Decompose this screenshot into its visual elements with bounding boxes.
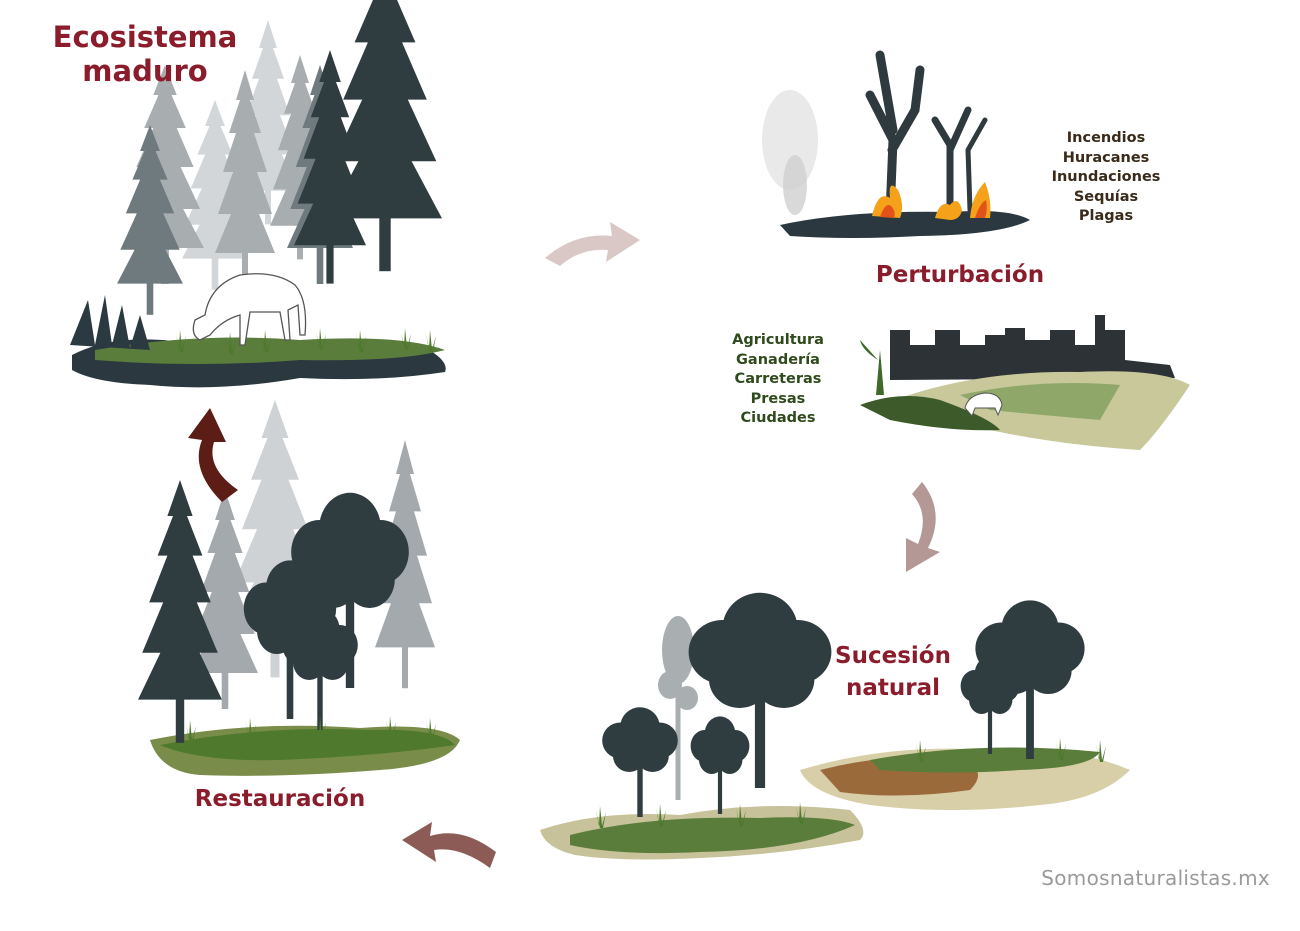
human-disturbance-illustration: [860, 315, 1190, 450]
natural-cause-item: Sequías: [1073, 188, 1139, 205]
restoration-title: Restauración: [194, 786, 366, 812]
fire-disturbance-illustration: [762, 50, 1030, 238]
disturbance-title: Perturbación: [875, 262, 1045, 288]
mature-ecosystem-illustration: [70, 0, 446, 388]
human-cause-item: Carreteras: [734, 371, 822, 387]
arrow-mature-to-disturbance: [545, 222, 640, 266]
human-causes-list: Agricultura Ganadería Carreteras Presas …: [718, 331, 838, 429]
restoration-illustration: [138, 400, 460, 776]
natural-cause-item: Huracanes: [1062, 149, 1150, 166]
credit-watermark: Somosnaturalistas.mx: [1041, 866, 1270, 890]
arrow-disturbance-to-succession: [906, 482, 940, 572]
arrow-succession-to-restoration: [402, 822, 496, 868]
succession-title: Sucesión natural: [818, 640, 968, 704]
succession-illustration: [540, 592, 1130, 860]
natural-cause-item: Incendios: [1066, 130, 1146, 146]
human-cause-item: Agricultura: [732, 332, 824, 348]
human-cause-item: Presas: [750, 390, 806, 407]
natural-cause-item: Plagas: [1078, 208, 1134, 224]
mature-ecosystem-title: Ecosistema maduro: [40, 20, 250, 88]
mature-title-line2: maduro: [82, 54, 208, 88]
natural-causes-list: Incendios Huracanes Inundaciones Sequías…: [1040, 129, 1172, 227]
arrow-restoration-to-mature: [188, 408, 238, 502]
succession-title-line2: natural: [845, 675, 940, 701]
human-cause-item: Ganadería: [736, 351, 820, 368]
human-cause-item: Ciudades: [740, 410, 816, 426]
mature-title-line1: Ecosistema: [52, 20, 238, 54]
natural-cause-item: Inundaciones: [1051, 169, 1161, 185]
succession-title-line1: Sucesión: [835, 643, 951, 669]
